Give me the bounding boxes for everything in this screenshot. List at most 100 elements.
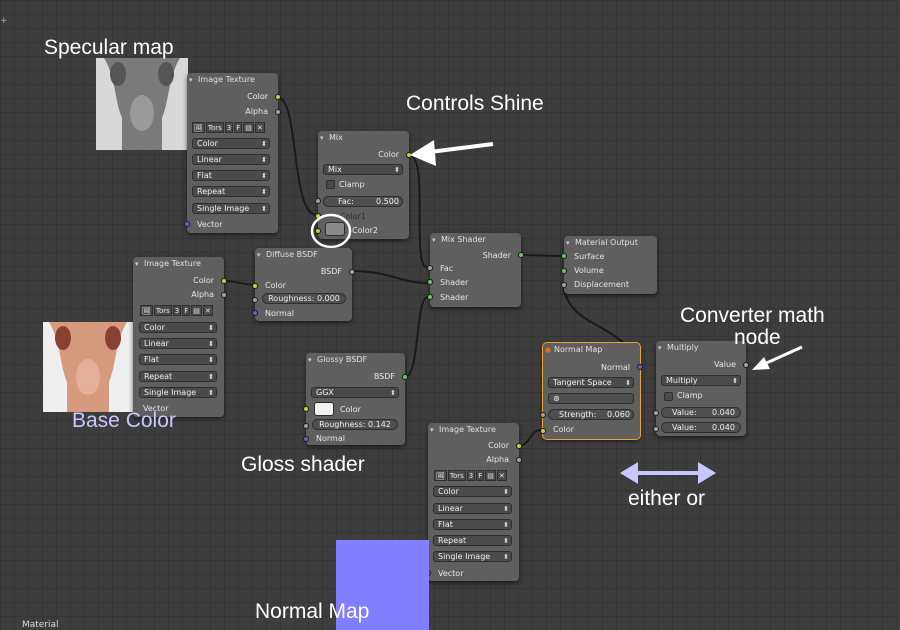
image-users[interactable]: 3 [224, 122, 234, 133]
input-strength-socket[interactable] [540, 412, 546, 418]
close-icon[interactable]: ✕ [202, 305, 213, 316]
output-alpha-socket[interactable] [275, 109, 281, 115]
mix-rgb-node[interactable]: Mix Color Mix Clamp Fac:0.500 Color1 Col… [315, 131, 412, 239]
color2-swatch[interactable] [325, 222, 345, 236]
input-roughness-socket[interactable] [303, 423, 309, 429]
output-color-socket[interactable] [516, 443, 522, 449]
fake-user-button[interactable]: F [234, 122, 243, 133]
color-mode-dropdown[interactable]: Color [433, 486, 512, 497]
extension-dropdown[interactable]: Repeat [139, 371, 217, 382]
output-value-socket[interactable] [743, 362, 749, 368]
output-normal-socket[interactable] [637, 364, 643, 370]
fake-user-button[interactable]: F [182, 305, 191, 316]
input-displacement-socket[interactable] [561, 282, 567, 288]
node-header[interactable]: Glossy BSDF [306, 353, 405, 367]
node-header[interactable]: Mix [318, 131, 409, 145]
image-name[interactable]: Tors [153, 305, 172, 316]
extension-dropdown[interactable]: Repeat [433, 535, 512, 546]
blend-mode-dropdown[interactable]: Mix [323, 164, 403, 175]
close-icon[interactable]: ✕ [496, 470, 507, 481]
image-icon[interactable]: 🖼 [140, 305, 153, 316]
node-header[interactable]: Image Texture [133, 257, 224, 271]
clamp-checkbox[interactable] [326, 180, 335, 189]
projection-dropdown[interactable]: Flat [433, 519, 512, 530]
node-header[interactable]: Mix Shader [430, 233, 521, 247]
node-header[interactable]: Material Output [564, 236, 657, 250]
interpolation-dropdown[interactable]: Linear [433, 503, 512, 514]
extension-dropdown[interactable]: Repeat [192, 186, 270, 197]
interpolation-dropdown[interactable]: Linear [192, 154, 270, 165]
output-alpha-socket[interactable] [516, 457, 522, 463]
input-color-socket[interactable] [540, 428, 546, 434]
output-color-socket[interactable] [275, 94, 281, 100]
input-color-socket[interactable] [252, 283, 258, 289]
image-users[interactable]: 3 [172, 305, 182, 316]
color-mode-dropdown[interactable]: Color [139, 322, 217, 333]
output-color-socket[interactable] [221, 278, 227, 284]
input-value2-socket[interactable] [653, 426, 659, 432]
glossy-bsdf-node[interactable]: Glossy BSDF BSDF GGX Color Roughness: 0.… [303, 353, 408, 445]
output-bsdf-socket[interactable] [349, 269, 355, 275]
projection-dropdown[interactable]: Flat [192, 170, 270, 181]
source-dropdown[interactable]: Single Image [433, 551, 512, 562]
folder-icon[interactable]: ▤ [243, 122, 254, 133]
output-alpha-socket[interactable] [221, 292, 227, 298]
operation-dropdown[interactable]: Multiply [661, 375, 741, 386]
input-roughness-socket[interactable] [252, 297, 258, 303]
folder-icon[interactable]: ▤ [485, 470, 496, 481]
projection-dropdown[interactable]: Flat [139, 354, 217, 365]
diffuse-bsdf-node[interactable]: Diffuse BSDF BSDF Color Roughness: 0.000… [252, 248, 355, 321]
input-normal-socket[interactable] [252, 310, 258, 316]
input-shader2-socket[interactable] [427, 294, 433, 300]
fac-field[interactable]: Fac:0.500 [323, 196, 403, 207]
input-fac-socket[interactable] [427, 265, 433, 271]
image-icon[interactable]: 🖼 [192, 122, 205, 133]
clamp-checkbox[interactable] [664, 392, 673, 401]
input-color2-socket[interactable] [315, 228, 321, 234]
output-bsdf-socket[interactable] [402, 374, 408, 380]
input-value1-socket[interactable] [653, 410, 659, 416]
output-shader-socket[interactable] [518, 252, 524, 258]
color-swatch[interactable] [314, 402, 334, 416]
source-dropdown[interactable]: Single Image [192, 203, 270, 214]
add-icon[interactable]: + [0, 16, 8, 26]
roughness-field[interactable]: Roughness: 0.142 [312, 419, 398, 430]
mix-shader-node[interactable]: Mix Shader Shader Fac Shader Shader [427, 233, 524, 307]
close-icon[interactable]: ✕ [254, 122, 265, 133]
strength-field[interactable]: Strength:0.060 [548, 409, 634, 420]
folder-icon[interactable]: ▤ [191, 305, 202, 316]
input-fac-socket[interactable] [315, 198, 321, 204]
fake-user-button[interactable]: F [476, 470, 485, 481]
node-header[interactable]: Image Texture [187, 73, 278, 87]
input-surface-socket[interactable] [561, 253, 567, 259]
input-vector-socket[interactable] [184, 221, 190, 227]
node-header[interactable]: Multiply [656, 341, 746, 355]
node-header[interactable]: Image Texture [428, 423, 519, 437]
interpolation-dropdown[interactable]: Linear [139, 338, 217, 349]
image-name[interactable]: Tors [447, 470, 466, 481]
normal-map-node[interactable]: Normal Map Normal Tangent Space ⊛ Streng… [540, 342, 643, 440]
space-dropdown[interactable]: Tangent Space [548, 377, 634, 388]
input-volume-socket[interactable] [561, 268, 567, 274]
input-normal-socket[interactable] [303, 436, 309, 442]
input-shader1-socket[interactable] [427, 279, 433, 285]
image-icon[interactable]: 🖼 [434, 470, 447, 481]
input-color-socket[interactable] [303, 406, 309, 412]
image-users[interactable]: 3 [466, 470, 476, 481]
value1-field[interactable]: Value:0.040 [661, 407, 741, 418]
node-header[interactable]: Normal Map [543, 343, 640, 357]
node-header[interactable]: Diffuse BSDF [255, 248, 352, 262]
uv-map-field[interactable]: ⊛ [548, 393, 634, 404]
roughness-field[interactable]: Roughness: 0.000 [262, 293, 346, 304]
material-output-node[interactable]: Material Output Surface Volume Displacem… [561, 236, 657, 294]
value2-field[interactable]: Value:0.040 [661, 422, 741, 433]
distribution-dropdown[interactable]: GGX [311, 387, 399, 398]
image-name[interactable]: Tors [205, 122, 224, 133]
source-dropdown[interactable]: Single Image [139, 387, 217, 398]
